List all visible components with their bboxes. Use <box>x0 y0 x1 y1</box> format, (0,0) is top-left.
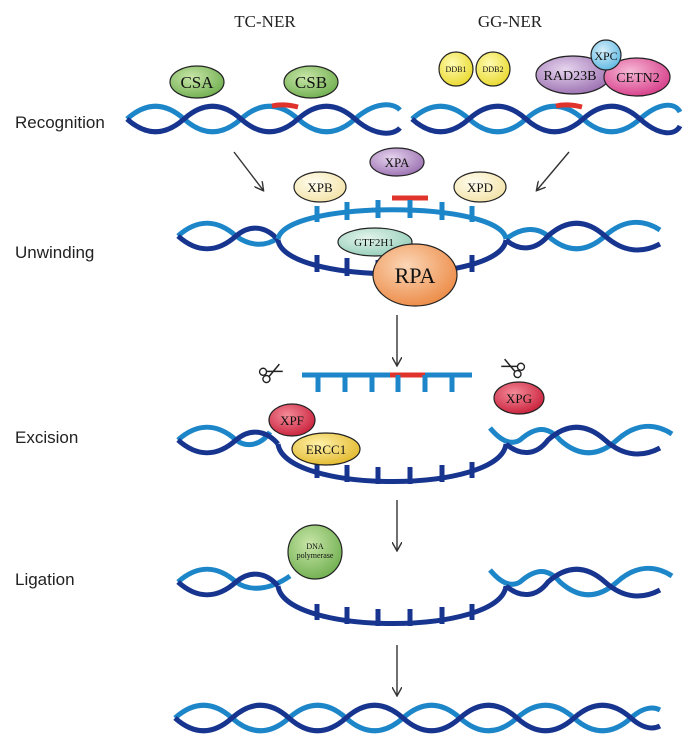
protein-xpa-label: XPA <box>385 155 410 170</box>
protein-ercc1-label: ERCC1 <box>306 442 346 457</box>
stage-label-ligation: Ligation <box>15 570 75 589</box>
header-gg-ner: GG-NER <box>478 12 543 31</box>
protein-xpf-label: XPF <box>280 413 304 428</box>
protein-ercc1 <box>291 432 361 466</box>
protein-cetn2 <box>603 57 671 97</box>
helix-tc-ner <box>125 102 402 136</box>
protein-ddb2 <box>475 51 511 87</box>
stage-label-recognition: Recognition <box>15 113 105 132</box>
dna-excision-gap <box>176 423 674 484</box>
helix-gg-ner <box>410 102 683 136</box>
stage-label-excision: Excision <box>15 428 78 447</box>
scissors-icon <box>258 363 283 384</box>
dna-ligation-gap <box>176 565 674 626</box>
protein-xpc <box>590 39 622 71</box>
protein-xpd-label: XPD <box>467 180 493 195</box>
protein-rad23b-label: RAD23B <box>544 69 597 84</box>
arrow-tc-to-unwinding <box>233 151 263 190</box>
dna-lesion-marker <box>555 102 583 110</box>
protein-xpc-label: XPC <box>594 49 617 63</box>
dna-repaired-helix <box>173 702 662 734</box>
excised-oligonucleotide <box>302 372 472 392</box>
protein-xpb <box>293 171 347 203</box>
protein-dna-polymerase-label-line2: polymerase <box>297 551 334 560</box>
protein-dna-polymerase-label-line1: DNA <box>306 542 324 551</box>
header-tc-ner: TC-NER <box>234 12 296 31</box>
protein-csb <box>283 65 339 99</box>
protein-xpa <box>369 147 425 177</box>
arrow-gg-to-unwinding <box>537 151 570 190</box>
protein-rpa-label: RPA <box>395 263 436 288</box>
protein-xpf <box>268 403 316 437</box>
protein-csa-label: CSA <box>180 73 214 92</box>
protein-csa <box>169 65 225 99</box>
protein-ddb1-label: DDB1 <box>446 65 467 74</box>
protein-xpg-label: XPG <box>506 391 532 406</box>
protein-gtf2h1-label: GTF2H1 <box>354 237 394 249</box>
protein-xpb-label: XPB <box>307 180 333 195</box>
protein-ddb1 <box>438 51 474 87</box>
stage-label-unwinding: Unwinding <box>15 243 94 262</box>
protein-dna-polymerase <box>287 524 343 580</box>
scissors-icon <box>501 358 526 379</box>
protein-cetn2-label: CETN2 <box>616 71 660 86</box>
protein-rpa <box>372 243 458 307</box>
protein-csb-label: CSB <box>295 73 327 92</box>
dna-lesion-marker <box>271 102 299 110</box>
protein-ddb2-label: DDB2 <box>483 65 504 74</box>
protein-xpd <box>453 171 507 203</box>
protein-xpg <box>493 381 545 415</box>
